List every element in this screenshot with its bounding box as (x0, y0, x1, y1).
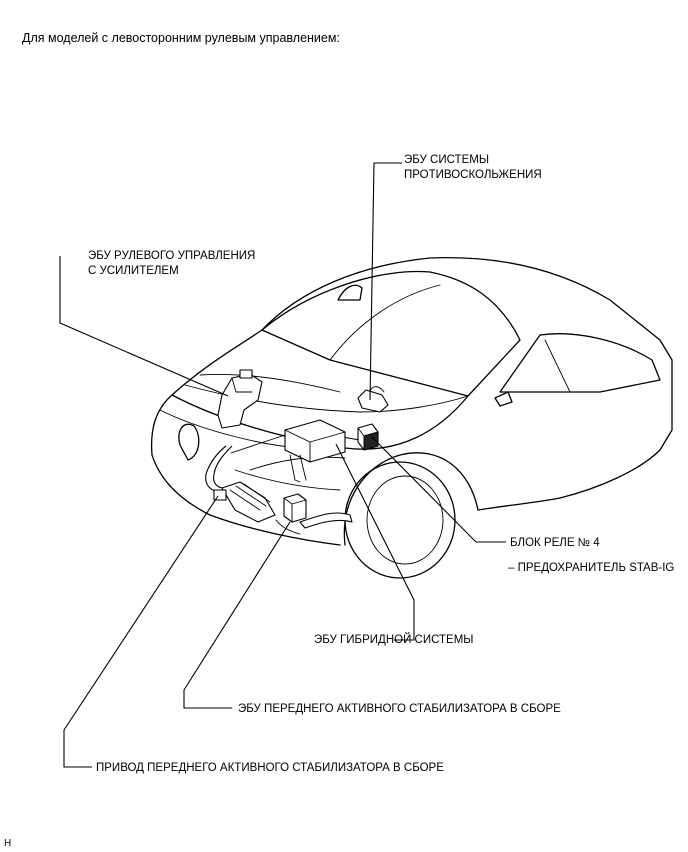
relay-block-label: БЛОК РЕЛЕ № 4 (510, 537, 600, 549)
skid-ecu-part (357, 386, 389, 413)
stabilizer-ecu-label: ЭБУ ПЕРЕДНЕГО АКТИВНОГО СТАБИЛИЗАТОРА В … (238, 703, 561, 715)
eps-ecu-part (217, 369, 263, 429)
skid-ecu-label-line2: ПРОТИВОСКОЛЬЖЕНИЯ (404, 169, 542, 181)
hybrid-ecu-label: ЭБУ ГИБРИДНОЙ СИСТЕМЫ (314, 634, 474, 646)
stabilizer-ecu-part (275, 493, 307, 535)
stabilizer-actuator-label: ПРИВОД ПЕРЕДНЕГО АКТИВНОГО СТАБИЛИЗАТОРА… (96, 762, 444, 774)
page-heading: Для моделей с левосторонним рулевым упра… (22, 31, 340, 45)
stabilizer-actuator-part (213, 481, 276, 523)
corner-mark: H (4, 838, 12, 849)
relay-block-part (357, 423, 379, 451)
stabilizer-bar-part (205, 445, 353, 529)
eps-ecu-label-line1: ЭБУ РУЛЕВОГО УПРАВЛЕНИЯ (88, 250, 256, 262)
leader-lines (59, 162, 506, 768)
fuse-label: – ПРЕДОХРАНИТЕЛЬ STAB-IG (508, 562, 675, 574)
hybrid-ecu-part (284, 419, 346, 483)
eps-ecu-label-line2: С УСИЛИТЕЛЕМ (88, 265, 179, 277)
skid-ecu-label-line1: ЭБУ СИСТЕМЫ (404, 154, 489, 166)
